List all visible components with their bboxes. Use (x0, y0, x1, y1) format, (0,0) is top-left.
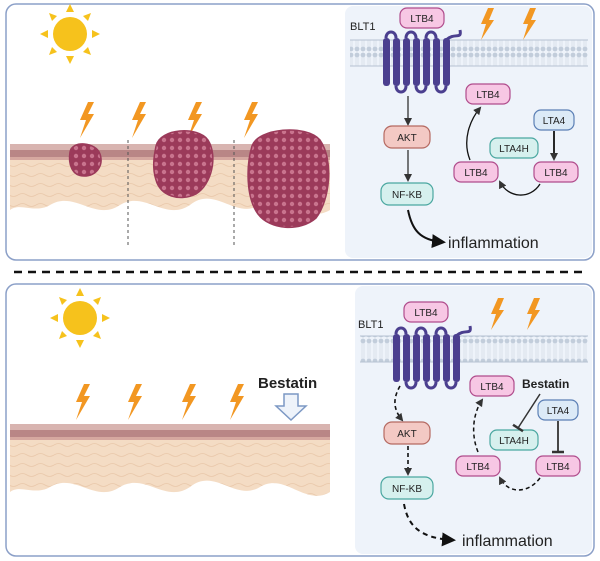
receptor-label: BLT1 (358, 319, 383, 331)
skin-bottom (10, 424, 330, 496)
receptor-label: BLT1 (350, 21, 375, 33)
akt-label: AKT (397, 133, 416, 144)
sun-icon (50, 288, 110, 348)
lta4h-label: LTA4H (499, 436, 529, 447)
sun-icon (40, 4, 100, 64)
akt-box (383, 421, 431, 445)
ltb4-box (533, 161, 579, 183)
ltb4-box (465, 83, 511, 105)
lta4-label: LTA4 (547, 406, 570, 417)
ltb4-label: LTB4 (476, 90, 500, 101)
tumor-medium (152, 130, 214, 199)
receptor-icon (383, 29, 462, 94)
drug-label: Bestatin (258, 375, 317, 392)
tumor-small (68, 143, 102, 177)
lta4-label: LTA4 (543, 116, 566, 127)
lightning-icon (80, 102, 258, 138)
ltb4-ligand-box (403, 301, 449, 323)
ltb4-box (469, 375, 515, 397)
inhibitor-label: Bestatin (522, 377, 569, 391)
inflammation-label: inflammation (448, 235, 539, 252)
tumor-large (247, 129, 330, 229)
akt-label: AKT (397, 429, 416, 440)
ltb4-box (455, 455, 501, 477)
ltb4-ligand-label: LTB4 (414, 308, 438, 319)
lta4h-label: LTA4H (499, 144, 529, 155)
lta4-box (537, 399, 579, 421)
nfkb-box (380, 182, 434, 206)
akt-box (383, 125, 431, 149)
lightning-icon (491, 298, 540, 330)
lta4-box (533, 109, 575, 131)
ltb4-label: LTB4 (546, 462, 570, 473)
nfkb-box (380, 476, 434, 500)
receptor-icon (393, 325, 472, 390)
ltb4-label: LTB4 (544, 168, 568, 179)
ltb4-box (453, 161, 499, 183)
nfkb-label: NF-KB (392, 190, 422, 201)
nfkb-label: NF-KB (392, 484, 422, 495)
arrow-down-icon (274, 393, 308, 422)
inflammation-label: inflammation (462, 533, 553, 550)
lightning-icon (76, 384, 244, 420)
ltb4-label: LTB4 (480, 382, 504, 393)
lightning-icon (481, 8, 536, 40)
ltb4-ligand-box (399, 7, 445, 29)
lta4h-box (489, 137, 539, 159)
ltb4-label: LTB4 (466, 462, 490, 473)
ltb4-ligand-label: LTB4 (410, 14, 434, 25)
ltb4-box (535, 455, 581, 477)
ltb4-label: LTB4 (464, 168, 488, 179)
